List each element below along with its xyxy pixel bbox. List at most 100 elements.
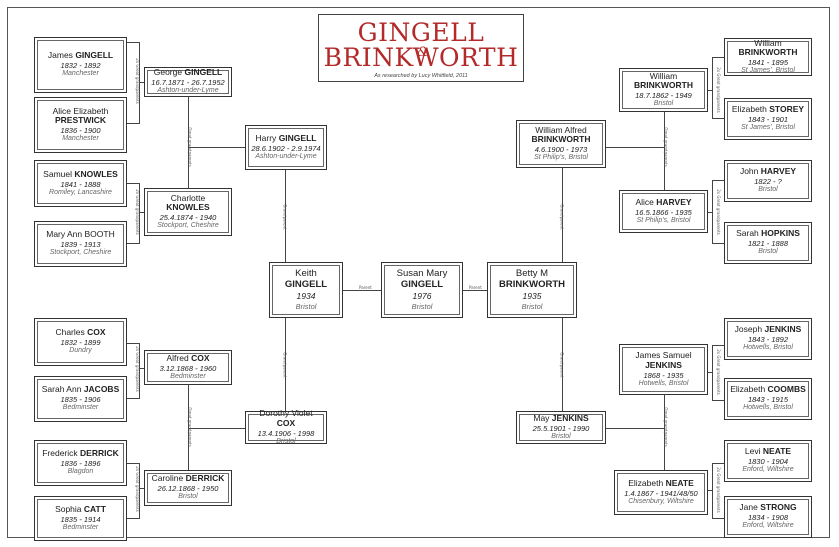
person-box: Elizabeth COOMBS 1843 - 1915 Hotwells, B… xyxy=(724,378,812,420)
relation-label: Grandparent xyxy=(282,352,288,378)
connector-line xyxy=(664,112,665,190)
person-box: Samuel KNOWLES 1841 - 1888 Romiley, Lanc… xyxy=(34,160,127,207)
person-box: John HARVEY 1822 - ? Bristol xyxy=(724,160,812,202)
relation-label: Great grandparents xyxy=(663,127,669,167)
connector-line xyxy=(285,318,286,411)
connector-line xyxy=(127,463,139,464)
relation-label: Great grandparents xyxy=(187,407,193,447)
connector-line xyxy=(188,147,245,148)
person-box: Jane STRONG 1834 - 1908 Enford, Wiltshir… xyxy=(724,496,812,538)
relation-label: Grandparent xyxy=(559,204,565,230)
connector-line xyxy=(605,428,665,429)
title-line2: BRINKWORTH xyxy=(323,43,519,72)
connector-line xyxy=(139,183,140,244)
person-box: Sarah Ann JACOBS 1835 - 1906 Bedminster xyxy=(34,376,127,422)
chart-title: GINGELL & BRINKWORTH As researched by Lu… xyxy=(318,14,524,82)
connector-line xyxy=(127,398,139,399)
connector-line xyxy=(188,385,189,470)
relation-label: Parent xyxy=(469,285,482,290)
connector-line xyxy=(127,243,139,244)
connector-line xyxy=(712,463,724,464)
connector-line xyxy=(712,243,724,244)
connector-line xyxy=(605,147,665,148)
connector-line xyxy=(285,170,286,262)
relation-label: 2x Great grandparents xyxy=(715,349,721,395)
title-ampersand: & xyxy=(417,45,429,60)
connector-line xyxy=(712,345,713,401)
connector-line xyxy=(127,183,139,184)
connector-line xyxy=(139,82,144,83)
connector-line xyxy=(343,290,381,291)
connector-line xyxy=(139,42,140,124)
connector-line xyxy=(562,168,563,262)
connector-line xyxy=(712,518,724,519)
connector-line xyxy=(463,290,487,291)
connector-line xyxy=(139,488,144,489)
connector-line xyxy=(562,318,563,411)
person-box: Caroline DERRICK 26.12.1868 - 1950 Brist… xyxy=(144,470,232,506)
connector-line xyxy=(664,395,665,470)
connector-line xyxy=(127,123,139,124)
relation-label: 2x Great grandparents xyxy=(134,346,140,392)
connector-line xyxy=(139,343,140,399)
connector-line xyxy=(708,90,713,91)
title-line1: GINGELL xyxy=(357,18,485,47)
relation-label: Great grandparents xyxy=(663,407,669,447)
relation-label: 2x Great grandparents xyxy=(715,189,721,235)
person-box: Joseph JENKINS 1843 - 1892 Hotwells, Bri… xyxy=(724,318,812,360)
relation-label: 2x Great grandparents xyxy=(134,466,140,512)
person-box: Sarah HOPKINS 1821 - 1888 Bristol xyxy=(724,222,812,264)
person-box: Charles COX 1832 - 1899 Dundry xyxy=(34,318,127,366)
person-box: Frederick DERRICK 1836 - 1896 Blagdon xyxy=(34,440,127,486)
connector-line xyxy=(188,428,245,429)
person-box: Alice HARVEY 16.5.1866 - 1935 St Philip'… xyxy=(619,190,708,233)
person-box: Harry GINGELL 28.6.1902 - 2.9.1974 Ashto… xyxy=(245,125,327,170)
connector-line xyxy=(712,118,724,119)
person-box: Sophia CATT 1835 - 1914 Bedminster xyxy=(34,496,127,541)
title-credit: As researched by Lucy Whitfield, 2011 xyxy=(374,73,468,79)
person-box: William BRINKWORTH 1841 - 1895 St James'… xyxy=(724,38,812,76)
relation-label: 2x Great grandparents xyxy=(134,58,140,104)
connector-line xyxy=(712,400,724,401)
relation-label: Grandparent xyxy=(282,204,288,230)
connector-line xyxy=(139,212,144,213)
person-box: William BRINKWORTH 18.7.1862 - 1949 Bris… xyxy=(619,68,708,112)
relation-label: Great grandparents xyxy=(187,127,193,167)
relation-label: 2x Great grandparents xyxy=(715,67,721,113)
connector-line xyxy=(708,490,713,491)
connector-line xyxy=(188,97,189,188)
relation-label: Parent xyxy=(359,285,372,290)
connector-line xyxy=(127,518,139,519)
person-box: Alfred COX 3.12.1868 - 1960 Bedminster xyxy=(144,350,232,385)
person-box: George GINGELL 16.7.1871 - 26.7.1952 Ash… xyxy=(144,67,232,97)
person-box: Dorothy Violet COX 13.4.1906 - 1998 Bris… xyxy=(245,408,327,445)
connector-line xyxy=(712,345,724,346)
relation-label: Grandparent xyxy=(559,352,565,378)
connector-line xyxy=(708,212,713,213)
person-box: Elizabeth NEATE 1.4.1867 - 1941/48/50 Ch… xyxy=(614,470,708,515)
connector-line xyxy=(712,180,724,181)
person-box: Levi NEATE 1830 - 1904 Enford, Wiltshire xyxy=(724,440,812,482)
person-box: Elizabeth STOREY 1843 - 1901 St James', … xyxy=(724,98,812,140)
relation-label: 2x Great grandparents xyxy=(715,467,721,513)
connector-line xyxy=(712,57,713,119)
connector-line xyxy=(708,372,713,373)
connector-line xyxy=(139,463,140,519)
connector-line xyxy=(127,343,139,344)
person-box: May JENKINS 25.5.1901 - 1990 Bristol xyxy=(516,411,606,444)
connector-line xyxy=(139,368,144,369)
chart-frame xyxy=(7,7,830,538)
connector-line xyxy=(712,57,724,58)
connector-line xyxy=(127,42,139,43)
person-box: Mary Ann BOOTH 1839 - 1913 Stockport, Ch… xyxy=(34,221,127,267)
connector-line xyxy=(712,463,713,519)
person-box: James GINGELL 1832 - 1892 Manchester xyxy=(34,37,127,93)
relation-label: 2x Great grandparents xyxy=(134,189,140,235)
